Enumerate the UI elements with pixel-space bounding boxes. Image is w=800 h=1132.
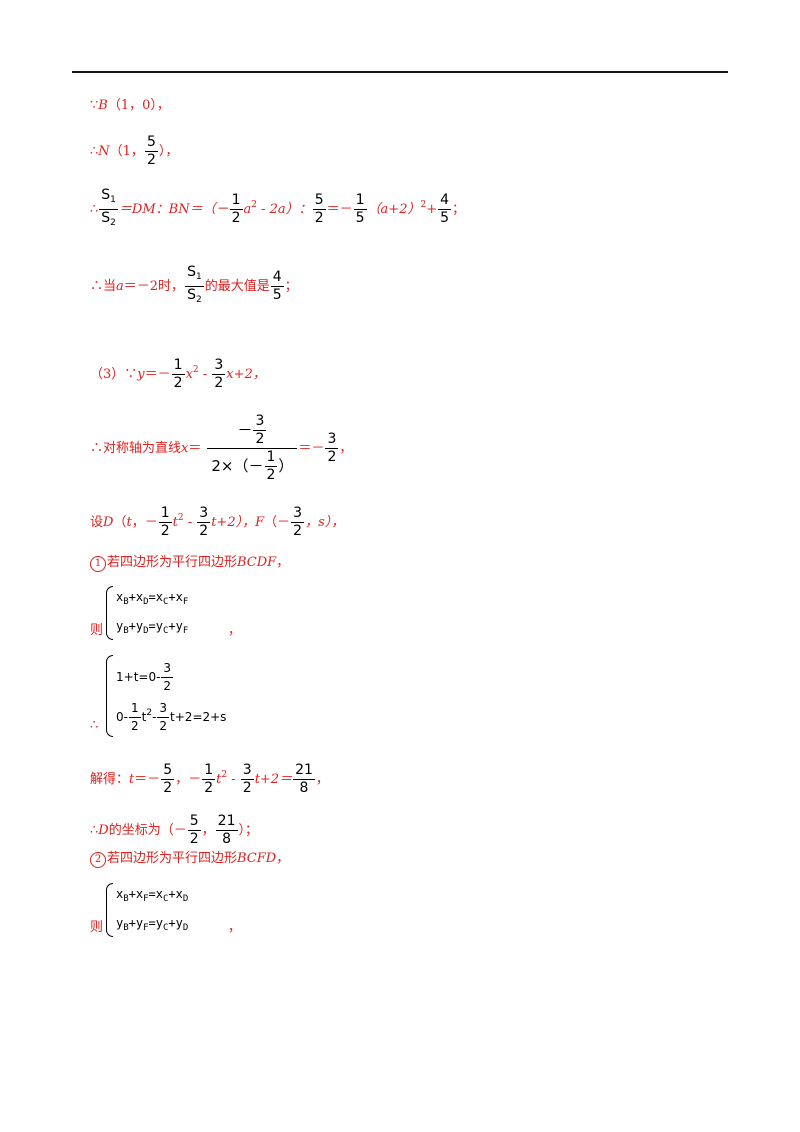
system-brace	[106, 655, 113, 737]
sys2-prefix: ∴	[90, 718, 99, 733]
sys3-row2: yB+yF=yC+yD	[116, 916, 189, 933]
sys1-row2: yB+yD=yC+yF	[116, 619, 189, 636]
sys3-end: ，	[228, 920, 242, 935]
sys3-row1: xB+xF=xC+xD	[116, 887, 189, 904]
sys3-prefix: 则	[90, 920, 104, 935]
system-brace	[106, 586, 113, 640]
sys1-prefix: 则	[90, 623, 104, 638]
header-rule	[72, 71, 728, 73]
line-b-coord: ∵B（1，0），	[90, 98, 170, 113]
sys1-end: ，	[228, 623, 242, 638]
sys1-row1: xB+xD=xC+xF	[116, 590, 189, 607]
system-brace	[106, 883, 113, 937]
